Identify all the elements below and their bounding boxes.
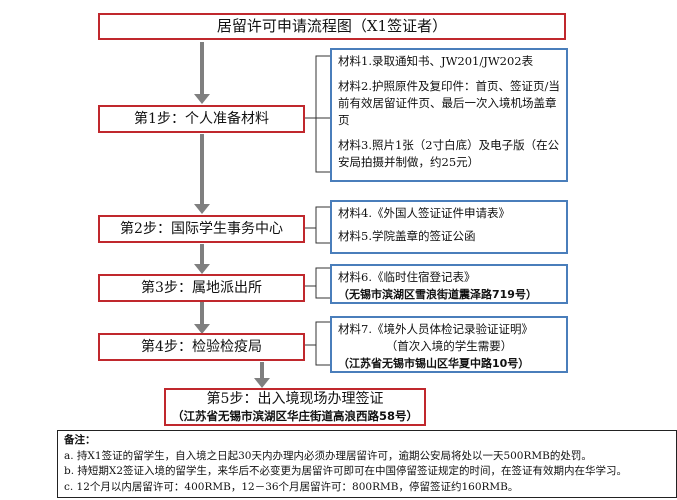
- note-a: a. 持X1签证的留学生，自入境之日起30天内办理内必须办理居留许可，逾期公安局…: [64, 449, 592, 462]
- material-6: 材料6.《临时住宿登记表》: [338, 270, 476, 284]
- step-5-address: （江苏省无锡市滨湖区华庄街道高浪西路58号）: [171, 409, 418, 423]
- arrow-head: [194, 324, 210, 334]
- arrow-head: [194, 264, 210, 274]
- material-6-address: （无锡市滨湖区雪浪街道震泽路719号）: [338, 288, 537, 301]
- materials-group-4: 材料7.《境外人员体检记录验证证明》 （首次入境的学生需要） （江苏省无锡市锡山…: [330, 316, 568, 373]
- arrow-heads: [194, 94, 270, 388]
- material-1: 材料1.录取通知书、JW201/JW202表: [338, 54, 534, 68]
- step-4-label: 第4步：检验检疫局: [141, 339, 262, 355]
- material-4: 材料4.《外国人签证证件申请表》: [338, 206, 510, 220]
- material-7-note: （首次入境的学生需要）: [385, 339, 513, 353]
- connector-step3-m6: [315, 286, 330, 299]
- note-c: c. 12个月以内居留许可：400RMB，12－36个月居留许可：800RMB，…: [64, 480, 519, 493]
- step-5-label: 第5步：出入境现场办理签证: [206, 391, 384, 407]
- step-2-box: 第2步：国际学生事务中心: [98, 215, 305, 243]
- step-3-label: 第3步：属地派出所: [141, 280, 262, 296]
- material-5: 材料5.学院盖章的签证公函: [338, 229, 476, 243]
- connector-step1-m1: [305, 55, 330, 119]
- connector-step4-m7: [315, 345, 330, 366]
- flowchart-title: 居留许可申请流程图（X1签证者）: [98, 13, 566, 40]
- material-connectors: [305, 55, 330, 366]
- step-2-label: 第2步：国际学生事务中心: [120, 221, 283, 237]
- materials-group-1: 材料1.录取通知书、JW201/JW202表 材料2.护照原件及复印件：首页、签…: [330, 48, 568, 182]
- material-3: 材料3.照片1张（2寸白底）及电子版（在公安局拍摄并制做，约25元）: [338, 138, 560, 169]
- notes-heading: 备注：: [64, 434, 96, 446]
- connector-step2-m5: [315, 228, 330, 244]
- note-b: b. 持短期X2签证入境的留学生，来华后不必变更为居留许可即可在中国停留签证规定…: [64, 465, 628, 477]
- material-2: 材料2.护照原件及复印件：首页、签证页/当前有效居留证件页、最后一次入境机场盖章…: [338, 79, 560, 127]
- step-1-label: 第1步：个人准备材料: [134, 111, 269, 127]
- step-5-box: 第5步：出入境现场办理签证 （江苏省无锡市滨湖区华庄街道高浪西路58号）: [164, 388, 426, 426]
- material-7-address: （江苏省无锡市锡山区华夏中路10号）: [338, 357, 530, 370]
- notes-box: 备注： a. 持X1签证的留学生，自入境之日起30天内办理内必须办理居留许可，逾…: [57, 430, 677, 498]
- connector-step3-m6: [305, 267, 330, 287]
- arrow-head: [194, 94, 210, 104]
- step-3-box: 第3步：属地派出所: [98, 274, 305, 302]
- flow-arrows: [200, 42, 264, 380]
- connector-step4-m7: [305, 321, 330, 346]
- arrow-head: [194, 204, 210, 214]
- materials-group-3: 材料6.《临时住宿登记表》 （无锡市滨湖区雪浪街道震泽路719号）: [330, 264, 568, 304]
- material-7: 材料7.《境外人员体检记录验证证明》: [338, 322, 533, 336]
- connector-step2-m4: [305, 206, 330, 229]
- materials-group-2: 材料4.《外国人签证证件申请表》 材料5.学院盖章的签证公函: [330, 200, 568, 254]
- connector-step1-m3: [315, 118, 330, 173]
- step-4-box: 第4步：检验检疫局: [98, 333, 305, 361]
- step-1-box: 第1步：个人准备材料: [98, 105, 305, 133]
- arrow-head: [254, 378, 270, 388]
